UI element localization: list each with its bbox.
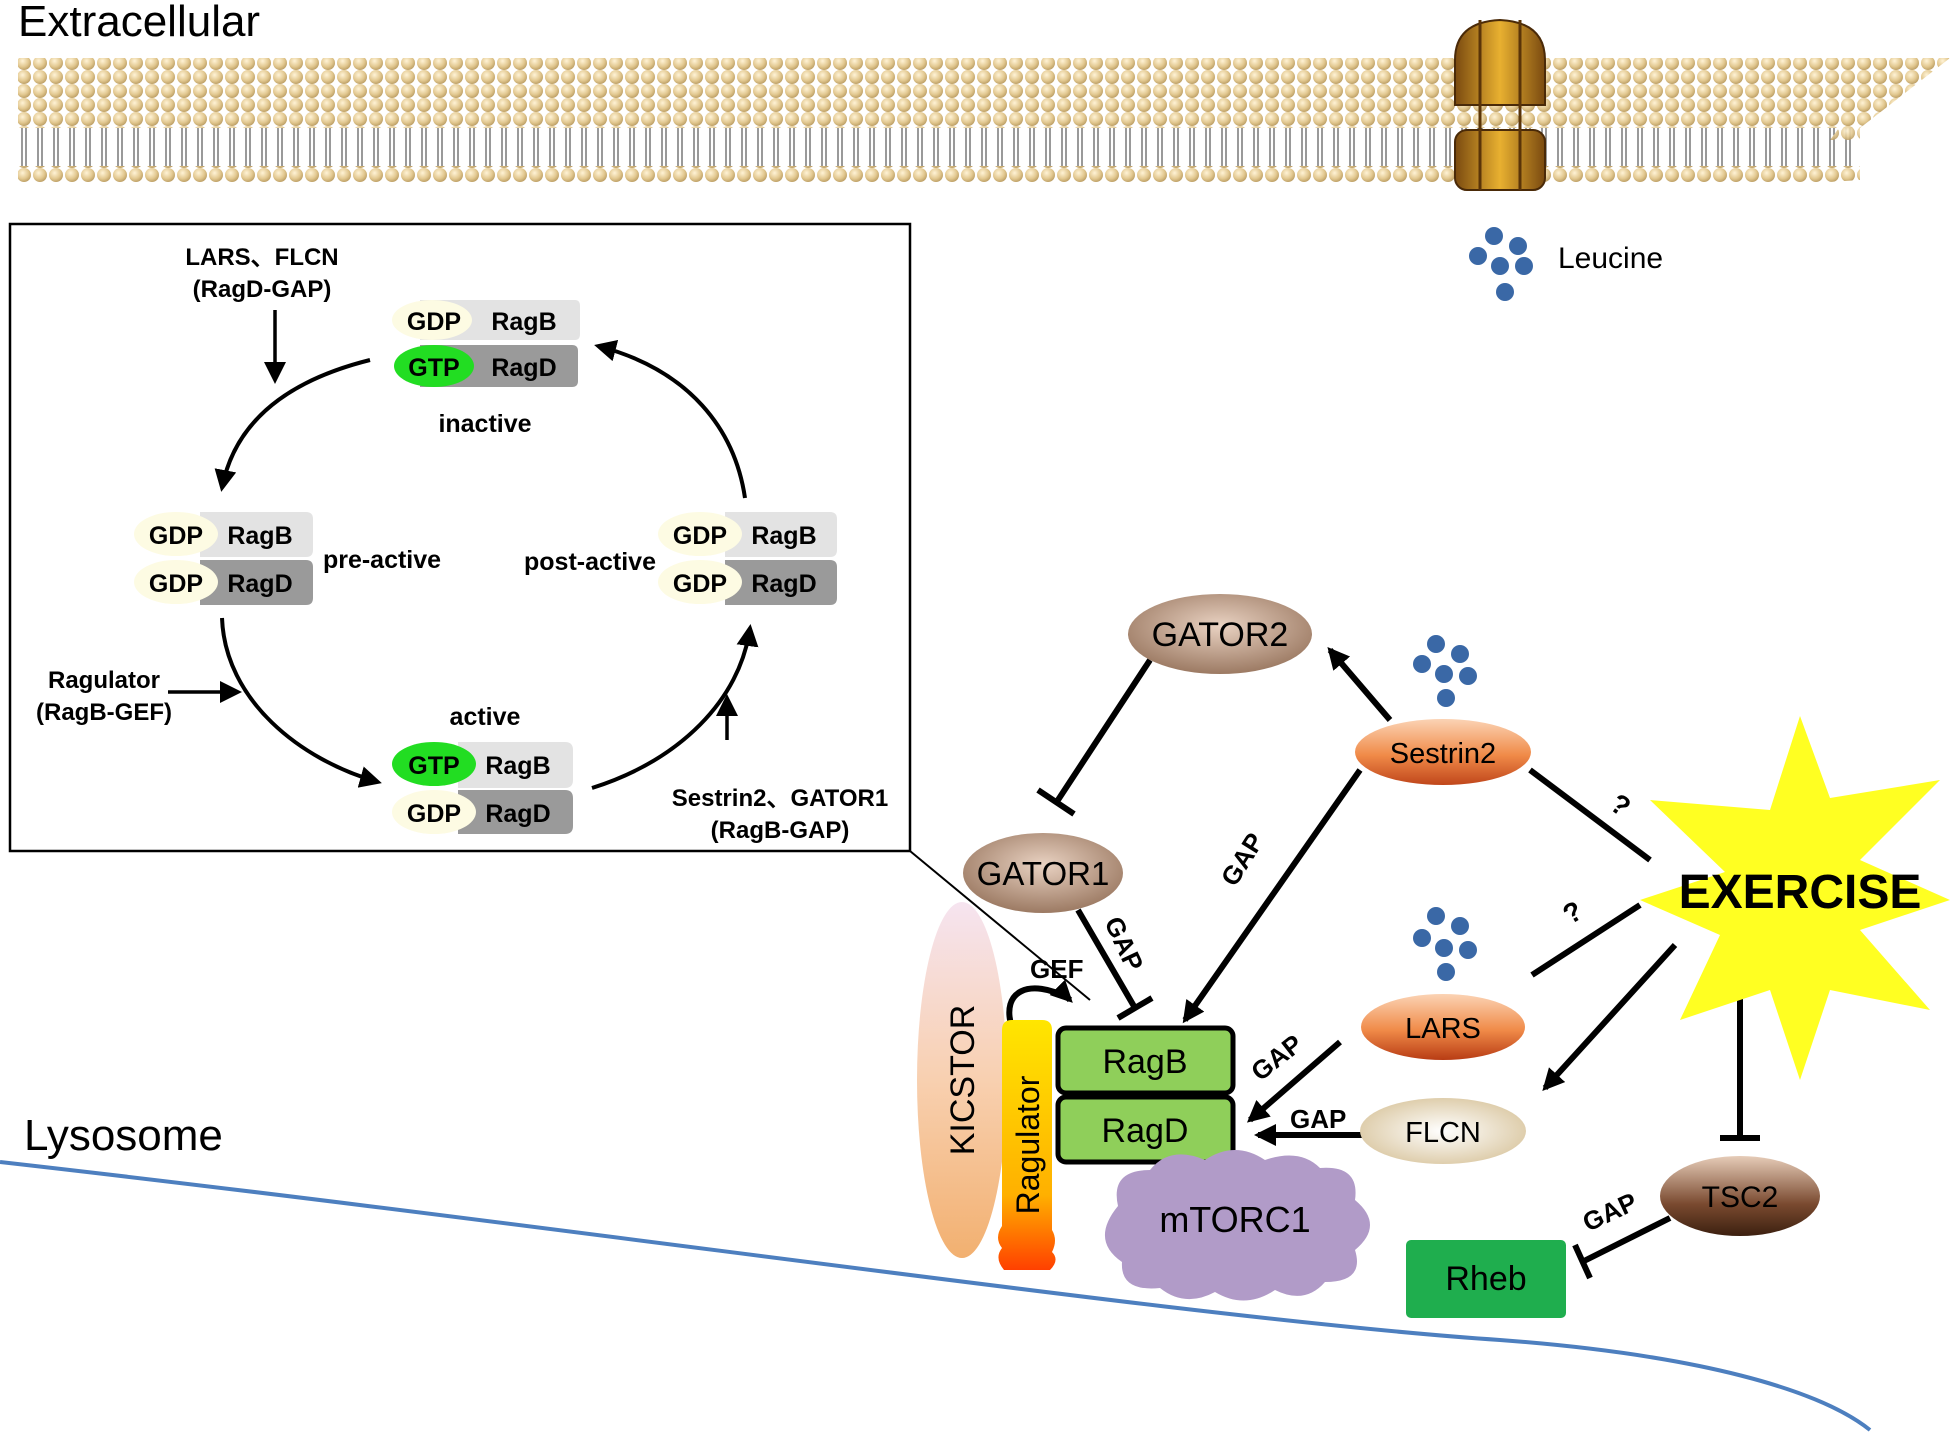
inactive-bottom-rag: RagD bbox=[491, 354, 556, 382]
leucine-molecules bbox=[1469, 227, 1533, 301]
lysosome-label: Lysosome bbox=[24, 1111, 223, 1160]
active-top-nucleotide: GTP bbox=[408, 752, 459, 780]
leucine-label: Leucine bbox=[1558, 242, 1663, 275]
gap-gator1-label: GAP bbox=[1099, 912, 1150, 976]
inactive-top-rag: RagB bbox=[491, 308, 556, 336]
bottom-input-line1: Sestrin2、GATOR1 bbox=[672, 785, 889, 812]
svg-text:FLCN: FLCN bbox=[1405, 1117, 1481, 1149]
pre-active-top-nucleotide: GDP bbox=[149, 522, 203, 550]
rag-cycle-arrows bbox=[214, 339, 759, 790]
lysosome-membrane bbox=[0, 1160, 1872, 1432]
gator2-node: GATOR2 bbox=[1128, 594, 1312, 674]
gef-label: GEF bbox=[1030, 954, 1083, 984]
lars-node: LARS bbox=[1361, 994, 1525, 1060]
question-lars-label: ? bbox=[1558, 895, 1588, 930]
svg-text:KICSTOR: KICSTOR bbox=[944, 1005, 982, 1156]
svg-text:GATOR1: GATOR1 bbox=[977, 855, 1110, 892]
active-top-rag: RagB bbox=[485, 752, 550, 780]
post-active-bottom-rag: RagD bbox=[751, 570, 816, 598]
extracellular-label: Extracellular bbox=[18, 0, 260, 46]
state-pre-active: GDP RagB GDP RagD pre-active bbox=[134, 512, 441, 605]
ragb-ragd-complex: RagB RagD bbox=[1055, 1025, 1236, 1165]
inactive-bottom-nucleotide: GTP bbox=[408, 354, 459, 382]
pre-active-bottom-nucleotide: GDP bbox=[149, 570, 203, 598]
post-active-top-rag: RagB bbox=[751, 522, 816, 550]
kicstor-node: KICSTOR bbox=[917, 902, 1007, 1258]
svg-text:LARS: LARS bbox=[1405, 1013, 1481, 1045]
active-label: active bbox=[450, 703, 521, 731]
left-input-line1: Ragulator bbox=[48, 667, 160, 694]
state-active: active GTP RagB GDP RagD bbox=[392, 703, 573, 834]
leucine-molecules-lars bbox=[1413, 907, 1477, 981]
gap-flcn-label: GAP bbox=[1290, 1104, 1346, 1134]
bottom-input-line2: (RagB-GAP) bbox=[711, 817, 850, 844]
active-bottom-rag: RagD bbox=[485, 800, 550, 828]
post-active-label: post-active bbox=[524, 548, 656, 576]
svg-text:TSC2: TSC2 bbox=[1702, 1181, 1779, 1214]
post-active-bottom-nucleotide: GDP bbox=[673, 570, 727, 598]
state-post-active: GDP RagB GDP RagD post-active bbox=[524, 512, 837, 605]
tsc2-node: TSC2 bbox=[1660, 1156, 1820, 1236]
svg-text:EXERCISE: EXERCISE bbox=[1679, 866, 1922, 919]
pre-active-label: pre-active bbox=[323, 546, 441, 574]
svg-text:Ragulator: Ragulator bbox=[1010, 1075, 1046, 1214]
inactive-top-nucleotide: GDP bbox=[407, 308, 461, 336]
inset-connector-line bbox=[909, 850, 1091, 1001]
sestrin2-node: Sestrin2 bbox=[1355, 719, 1531, 785]
gator1-node: GATOR1 bbox=[963, 833, 1123, 913]
flcn-node: FLCN bbox=[1360, 1098, 1526, 1164]
svg-text:Sestrin2: Sestrin2 bbox=[1390, 738, 1496, 770]
leucine-molecules-sestrin2 bbox=[1413, 635, 1477, 707]
svg-text:mTORC1: mTORC1 bbox=[1159, 1199, 1310, 1240]
question-sestrin2-label: ? bbox=[1605, 788, 1637, 823]
ragulator-node: Ragulator bbox=[998, 1020, 1056, 1270]
state-inactive: GDP RagB GTP RagD inactive bbox=[392, 300, 580, 438]
pathway-connections bbox=[1006, 646, 1760, 1280]
inactive-label: inactive bbox=[438, 410, 531, 438]
leucine-transporter-channel bbox=[1454, 18, 1546, 191]
top-input-line1: LARS、FLCN bbox=[185, 244, 338, 271]
rheb-node: Rheb bbox=[1406, 1240, 1566, 1318]
left-input-line2: (RagB-GEF) bbox=[36, 699, 172, 726]
ragd-label: RagD bbox=[1102, 1112, 1189, 1150]
svg-text:GATOR2: GATOR2 bbox=[1152, 616, 1289, 654]
plasma-membrane bbox=[18, 58, 1950, 182]
mtorc1-node: mTORC1 bbox=[1104, 1150, 1370, 1301]
exercise-star: EXERCISE bbox=[1640, 716, 1950, 1080]
gap-sestrin2-label: GAP bbox=[1215, 827, 1270, 891]
post-active-top-nucleotide: GDP bbox=[673, 522, 727, 550]
active-bottom-nucleotide: GDP bbox=[407, 800, 461, 828]
top-input-line2: (RagD-GAP) bbox=[193, 276, 332, 303]
ragb-label: RagB bbox=[1102, 1043, 1187, 1081]
pre-active-bottom-rag: RagD bbox=[227, 570, 292, 598]
gap-tsc2-label: GAP bbox=[1578, 1186, 1642, 1237]
inset-input-arrows bbox=[168, 310, 738, 740]
svg-text:Rheb: Rheb bbox=[1445, 1260, 1526, 1298]
pre-active-top-rag: RagB bbox=[227, 522, 292, 550]
